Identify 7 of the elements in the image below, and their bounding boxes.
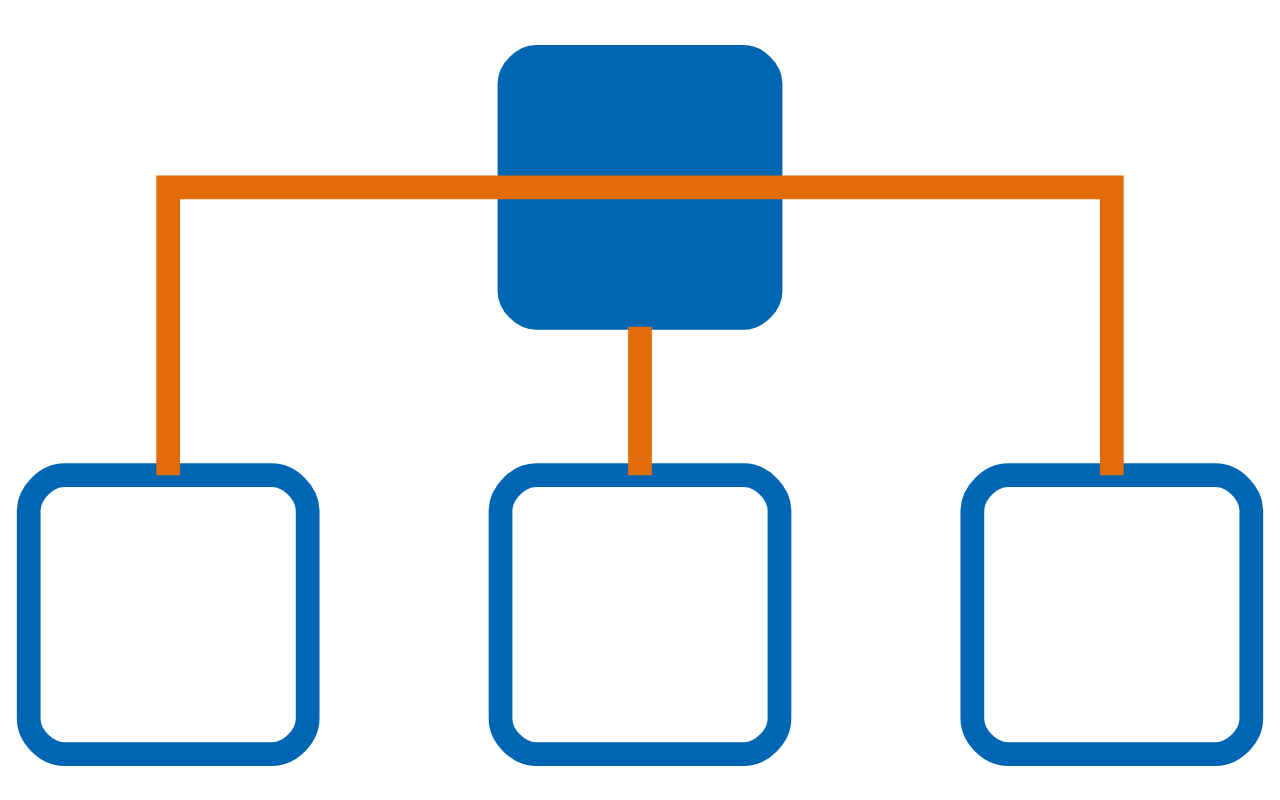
connector xyxy=(156,174,640,475)
connector xyxy=(628,325,652,475)
node-box xyxy=(960,462,1264,765)
node-box xyxy=(488,462,792,765)
node-box xyxy=(497,43,783,329)
node-box xyxy=(16,462,320,765)
connector xyxy=(640,174,1124,475)
